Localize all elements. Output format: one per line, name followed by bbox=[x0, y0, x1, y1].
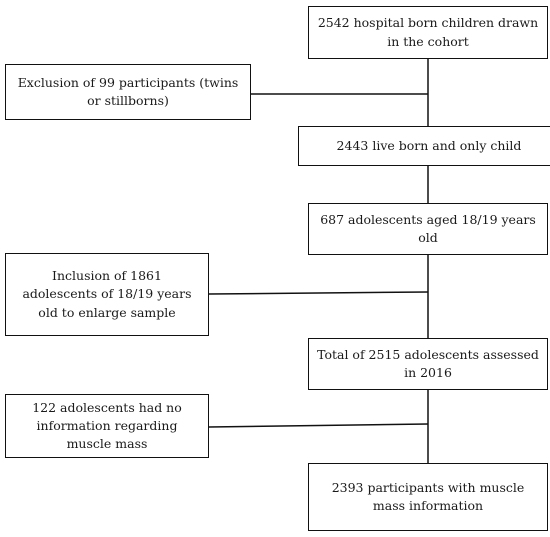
connector-nomuscle-branch bbox=[208, 423, 429, 428]
step-box-total: Total of 2515 adolescents assessed in 20… bbox=[308, 338, 548, 390]
step-text-final: 2393 participants with muscle mass infor… bbox=[331, 479, 525, 513]
step-box-final: 2393 participants with muscle mass infor… bbox=[308, 463, 548, 531]
side-box-exclusion: Exclusion of 99 participants (twins or s… bbox=[5, 64, 251, 120]
step-text-liveborn: 2443 live born and only child bbox=[336, 137, 522, 153]
step-box-cohort: 2542 hospital born children drawn in the… bbox=[308, 6, 548, 59]
side-box-inclusion: Inclusion of 1861 adolescents of 18/19 y… bbox=[5, 253, 209, 336]
side-text-no-muscle-info: 122 adolescents had no information regar… bbox=[32, 399, 182, 452]
step-text-adolescents: 687 adolescents aged 18/19 years old bbox=[320, 211, 536, 245]
step-box-liveborn: 2443 live born and only child bbox=[298, 126, 550, 166]
step-box-adolescents: 687 adolescents aged 18/19 years old bbox=[308, 203, 548, 255]
side-box-no-muscle-info: 122 adolescents had no information regar… bbox=[5, 394, 209, 458]
side-text-exclusion: Exclusion of 99 participants (twins or s… bbox=[17, 74, 239, 108]
connector-inclusion-branch bbox=[208, 291, 429, 295]
step-text-total: Total of 2515 adolescents assessed in 20… bbox=[317, 346, 539, 380]
side-text-inclusion: Inclusion of 1861 adolescents of 18/19 y… bbox=[22, 268, 192, 320]
step-text-cohort: 2542 hospital born children drawn in the… bbox=[317, 15, 539, 49]
